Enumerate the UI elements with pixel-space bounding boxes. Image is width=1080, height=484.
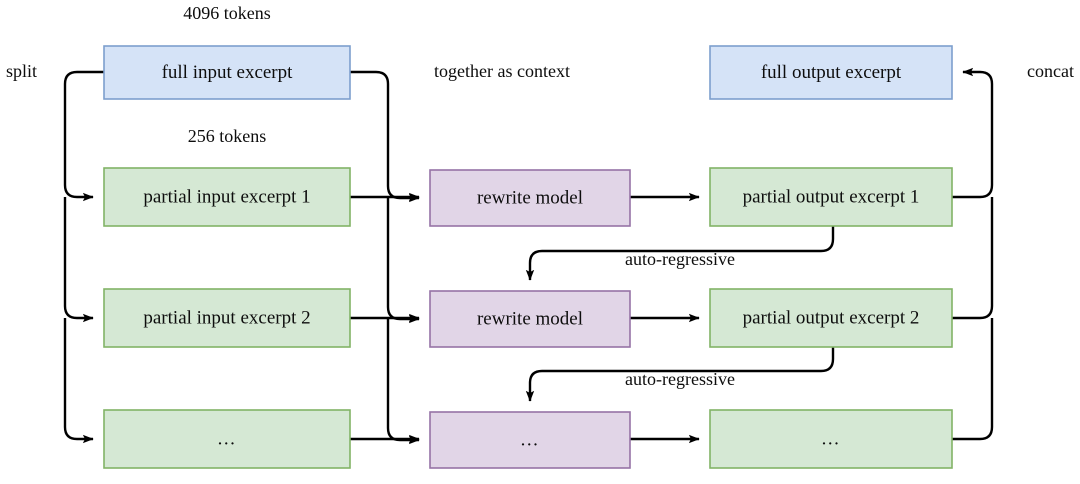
connector-context-bus-down-to-row-more (386, 319, 420, 445)
annotation-tokens-4096: 4096 tokens (183, 3, 271, 23)
connector-auto-regressive-1-feedback (525, 226, 835, 281)
node-label-partial-input-excerpt-more: ... (218, 428, 237, 449)
node-label-partial-output-excerpt-1: partial output excerpt 1 (743, 186, 920, 207)
edge-label-split: split (6, 61, 37, 81)
connector-auto-regressive-2-feedback (525, 347, 835, 402)
node-box-partial-output-excerpt-1 (709, 167, 953, 227)
node-rewrite-model-1[interactable]: rewrite model (429, 169, 631, 227)
node-full-output-excerpt[interactable]: full output excerpt (709, 45, 953, 100)
node-label-partial-output-excerpt-2: partial output excerpt 2 (743, 307, 920, 328)
node-box-partial-input-excerpt-2 (103, 288, 351, 348)
node-box-partial-output-excerpt-more (709, 409, 953, 469)
connector-split-bus-to-partial-input-2 (63, 197, 94, 323)
connector-concat-bus-from-partial-output-2 (952, 197, 994, 320)
node-label-partial-output-excerpt-more: ... (822, 428, 841, 449)
node-partial-output-excerpt-1[interactable]: partial output excerpt 1 (709, 167, 953, 227)
node-rewrite-model-2[interactable]: rewrite model (429, 290, 631, 348)
node-box-partial-output-excerpt-2 (709, 288, 953, 348)
node-rewrite-model-more[interactable]: ... (429, 411, 631, 469)
edge-label-auto-regressive-1: auto-regressive (625, 249, 735, 269)
node-box-full-input-excerpt (103, 45, 351, 100)
node-label-rewrite-model-2: rewrite model (477, 308, 583, 329)
node-label-rewrite-model-1: rewrite model (477, 187, 583, 208)
node-partial-input-excerpt-1[interactable]: partial input excerpt 1 (103, 167, 351, 227)
node-label-full-output-excerpt: full output excerpt (761, 62, 902, 83)
edge-label-together-as-context: together as context (434, 61, 570, 81)
node-box-rewrite-model-more (429, 411, 631, 469)
node-full-input-excerpt[interactable]: full input excerpt (103, 45, 351, 100)
node-box-rewrite-model-2 (429, 290, 631, 348)
node-label-partial-input-excerpt-1: partial input excerpt 1 (143, 186, 310, 207)
connector-layer (63, 67, 994, 445)
connector-concat-bus-from-partial-output-more (952, 318, 994, 441)
node-box-full-output-excerpt (709, 45, 953, 100)
node-label-rewrite-model-more: ... (521, 429, 540, 450)
node-box-partial-input-excerpt-more (103, 409, 351, 469)
node-partial-input-excerpt-more[interactable]: ... (103, 409, 351, 469)
connector-context-bus-from-full-input (350, 70, 420, 203)
connector-split-bus-to-partial-input-more (63, 318, 94, 444)
node-partial-output-excerpt-2[interactable]: partial output excerpt 2 (709, 288, 953, 348)
node-label-full-input-excerpt: full input excerpt (162, 62, 294, 83)
edge-label-concat: concat (1027, 61, 1074, 81)
node-label-partial-input-excerpt-2: partial input excerpt 2 (143, 307, 310, 328)
connector-concat-bus-from-partial-output-1 (952, 67, 994, 199)
node-partial-output-excerpt-more[interactable]: ... (709, 409, 953, 469)
node-box-rewrite-model-1 (429, 169, 631, 227)
label-layer: split together as context concat auto-regre… (6, 3, 1074, 389)
connector-context-bus-down-to-row-2 (386, 198, 420, 324)
node-box-partial-input-excerpt-1 (103, 167, 351, 227)
node-layer: full input excerpt partial input excerpt … (103, 45, 953, 469)
edge-label-auto-regressive-2: auto-regressive (625, 369, 735, 389)
node-partial-input-excerpt-2[interactable]: partial input excerpt 2 (103, 288, 351, 348)
connector-split-bus-to-partial-input-1 (63, 70, 104, 202)
annotation-tokens-256: 256 tokens (188, 126, 267, 146)
